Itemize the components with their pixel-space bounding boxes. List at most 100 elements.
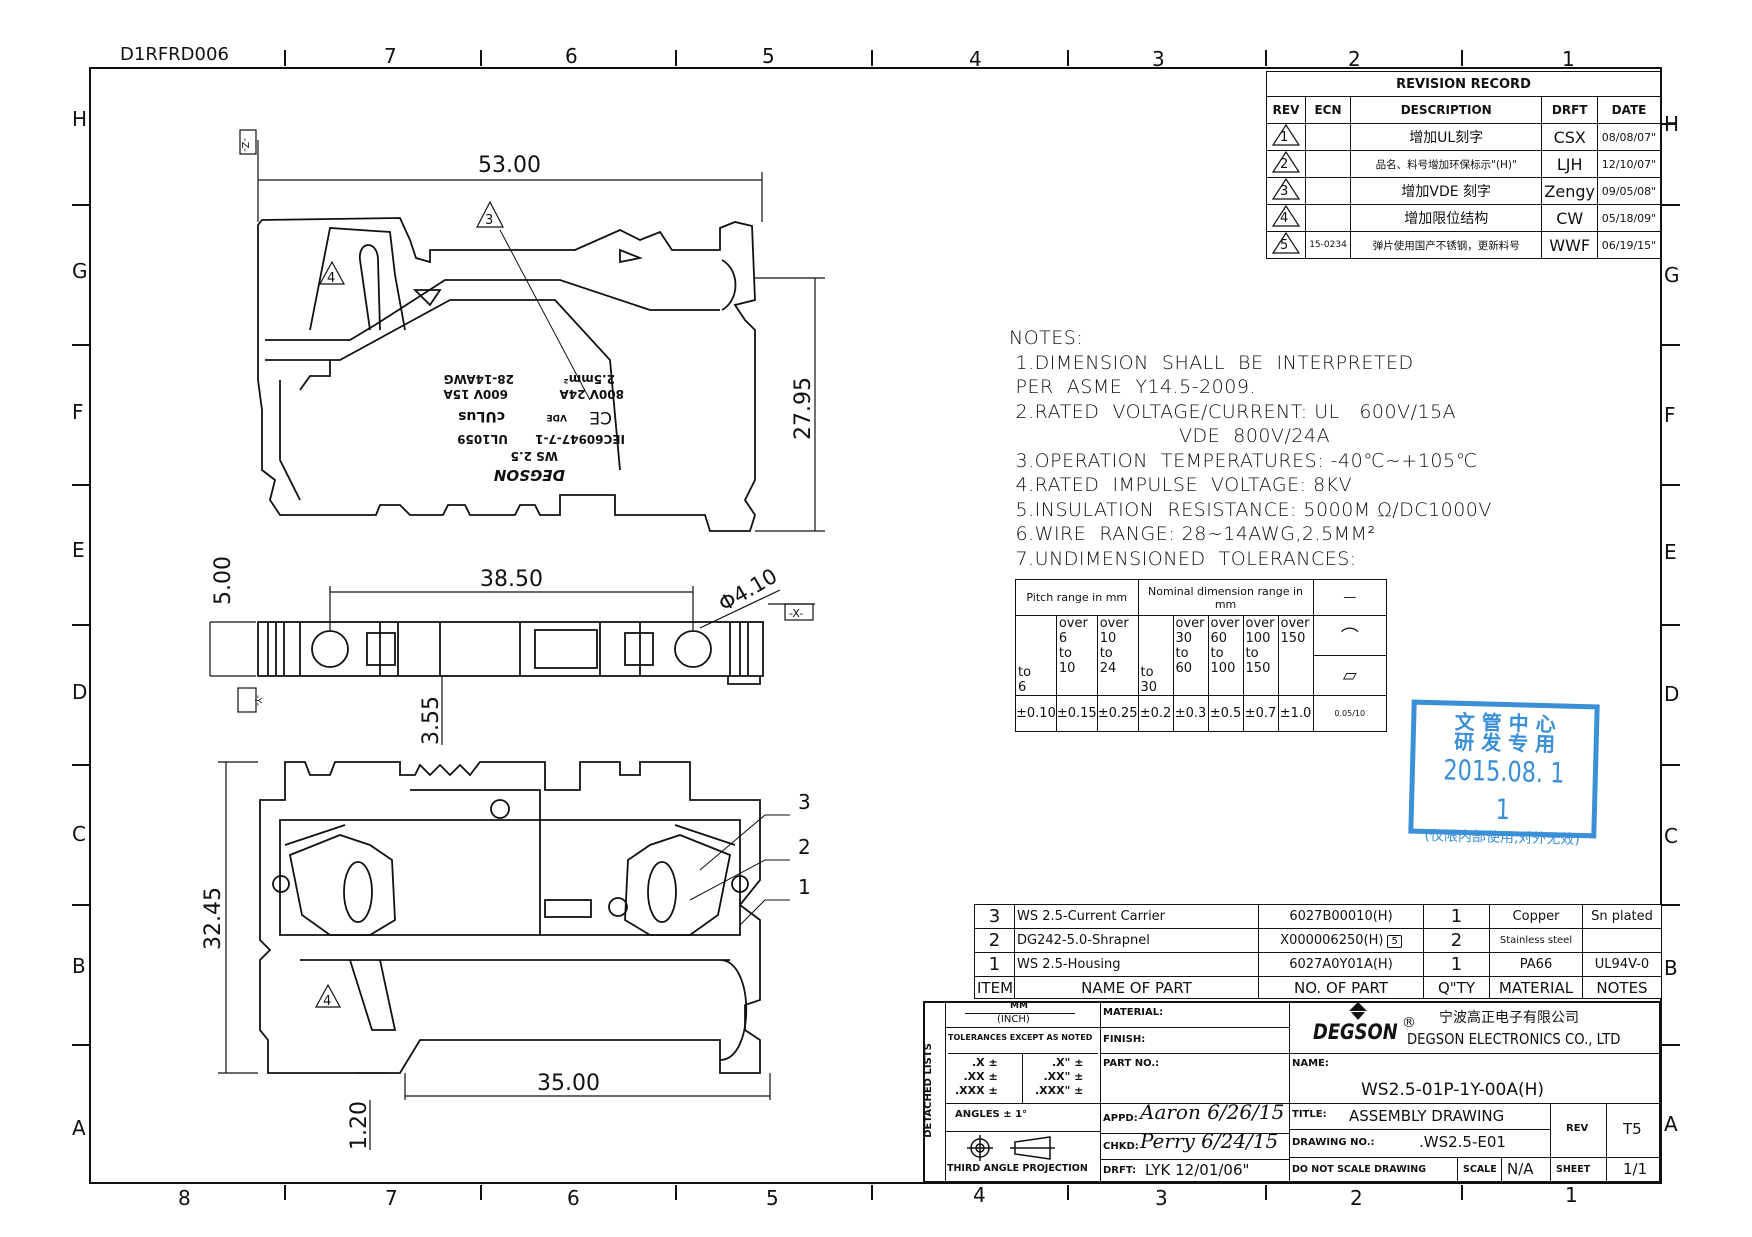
rev-header-rev: REV — [1266, 96, 1306, 124]
note-line: 5.INSULATION RESISTANCE: 5000M Ω/DC1000V — [1009, 498, 1492, 521]
scale-value: N/A — [1507, 1160, 1534, 1178]
tolerance-value: ±0.5 — [1207, 695, 1244, 732]
bom-header: MATERIAL — [1489, 976, 1583, 999]
tolerance-range: over 30 to 60 — [1172, 615, 1209, 696]
dim-1-20: 1.20 — [347, 1101, 372, 1150]
tolerance-decimal: .XXX ± — [955, 1084, 998, 1097]
zone-bottom-1: 1 — [1565, 1183, 1578, 1207]
bom-header: Q"TY — [1423, 976, 1490, 999]
bom-notes-text: UL94V-0 — [1594, 957, 1650, 972]
rev-ecn — [1305, 150, 1351, 178]
degson-logo-icon — [1349, 1002, 1367, 1011]
document-control-stamp: 文 管 中 心 研 发 专 用 2015.08. 1 1 (仅限内部使用,对外无… — [1408, 699, 1600, 848]
top-view-outline — [257, 217, 756, 532]
marking-cul: cULus — [458, 408, 505, 424]
marking-vde: VDE — [546, 412, 567, 422]
revision-record-title: REVISION RECORD — [1266, 71, 1661, 97]
bom-qty: 1 — [1423, 904, 1490, 929]
zone-right-F: F — [1664, 403, 1676, 427]
rev-triangle-cell: 2 — [1266, 150, 1306, 178]
front-view — [218, 761, 790, 1150]
tolerance-decimal: .X ± — [971, 1056, 998, 1069]
bom-qty-text: 1 — [1450, 906, 1463, 927]
tolerance-value: ±0.7 — [1242, 695, 1279, 732]
degson-logo-icon-lower — [1351, 1012, 1365, 1020]
rev-header-ecn: ECN — [1305, 96, 1351, 124]
dim-53: 53.00 — [478, 153, 541, 178]
zone-right-H: H — [1664, 112, 1679, 136]
marking-standard: IEC60947-7-1 — [535, 432, 625, 446]
bom-item: 2 — [974, 928, 1015, 953]
zone-top-7: 7 — [384, 44, 397, 68]
tolerance-table: Pitch range in mm Nominal dimension rang… — [1015, 579, 1388, 732]
front-hole-right — [731, 875, 749, 893]
company-name-en: DEGSON ELECTRONICS CO., LTD — [1407, 1030, 1621, 1048]
bom-name-text: WS 2.5-Housing — [1017, 957, 1121, 972]
zone-right-G: G — [1664, 263, 1680, 287]
zone-bottom-3: 3 — [1155, 1186, 1168, 1210]
datum-x: -X- — [789, 607, 803, 620]
zone-top-3: 3 — [1152, 47, 1165, 71]
note-line: 3.OPERATION TEMPERATURES: -40℃~+105℃ — [1009, 449, 1478, 472]
rev-label: REV — [1566, 1123, 1589, 1134]
bom-part-no: 6027A0Y01A(H) — [1258, 952, 1424, 977]
rev-drafter: Zengy — [1541, 177, 1598, 205]
chkd-label: CHKD: — [1103, 1141, 1139, 1152]
bom-part-no: 6027B00010(H) — [1258, 904, 1424, 929]
name-label: NAME: — [1292, 1058, 1329, 1069]
bom-material: PA66 — [1489, 952, 1583, 977]
front-window — [544, 899, 592, 918]
rev-triangle-cell: 3 — [1266, 177, 1306, 205]
clamp-spring-right — [647, 861, 677, 923]
bom-part-no-text: 6027B00010(H) — [1289, 909, 1393, 924]
dim-lines-front — [218, 761, 771, 1150]
bom-header: NOTES — [1582, 976, 1662, 999]
rev-header-description: DESCRIPTION — [1349, 96, 1543, 124]
revision-triangle-icon — [1271, 124, 1301, 146]
rev3-leader — [499, 229, 591, 401]
marking-vde-rating: 800V 24A — [559, 387, 624, 401]
side-view-ribs — [267, 622, 761, 685]
side-slot-right — [624, 632, 654, 666]
bom-notes: Sn plated — [1582, 904, 1662, 929]
bom-part-no-text: 6027A0Y01A(H) — [1289, 957, 1393, 972]
brand-name: DEGSON — [1313, 1020, 1398, 1044]
scale-label: SCALE — [1463, 1164, 1497, 1175]
profile-symbol: ⌒ — [1312, 615, 1388, 656]
tolerance-range: over 60 to 100 — [1207, 615, 1244, 696]
bom-material-text: Stainless steel — [1499, 935, 1573, 946]
drft-value: LYK 12/01/06" — [1145, 1161, 1250, 1179]
parallel-symbol: ▱ — [1312, 655, 1388, 696]
bom-material: Stainless steel — [1489, 928, 1583, 953]
side-slot-left — [366, 632, 396, 666]
notes-title: NOTES: — [1009, 327, 1084, 349]
rev-number: 1 — [1280, 130, 1289, 145]
bom-item-text: 1 — [988, 954, 1001, 975]
zone-left-F: F — [72, 400, 84, 424]
top-view-inner-web — [265, 259, 737, 501]
rev-date: 12/10/07" — [1597, 150, 1661, 178]
dim-53-line — [257, 140, 763, 222]
datum-z: -Z- — [239, 138, 250, 152]
callout-3: 3 — [798, 790, 811, 814]
tolerance-value: ±0.25 — [1096, 695, 1139, 732]
rev-date: 06/19/15" — [1597, 231, 1661, 259]
do-not-scale-label: DO NOT SCALE DRAWING — [1292, 1164, 1426, 1175]
bom-name: WS 2.5-Housing — [1014, 952, 1259, 977]
front-hole-mid — [608, 897, 628, 917]
rev-number: 5 — [1280, 238, 1289, 253]
stamp-date: 2015.08. 1 1 — [1442, 753, 1565, 827]
rev-triangle-cell: 1 — [1266, 123, 1306, 151]
zone-left-A: A — [72, 1116, 86, 1140]
zone-right-D: D — [1664, 682, 1679, 706]
side-view — [209, 586, 815, 745]
units-mm: MM — [1010, 1001, 1028, 1011]
zone-right-B: B — [1664, 956, 1678, 980]
rev-date: 05/18/09" — [1597, 204, 1661, 232]
bom-qty: 2 — [1423, 928, 1490, 953]
